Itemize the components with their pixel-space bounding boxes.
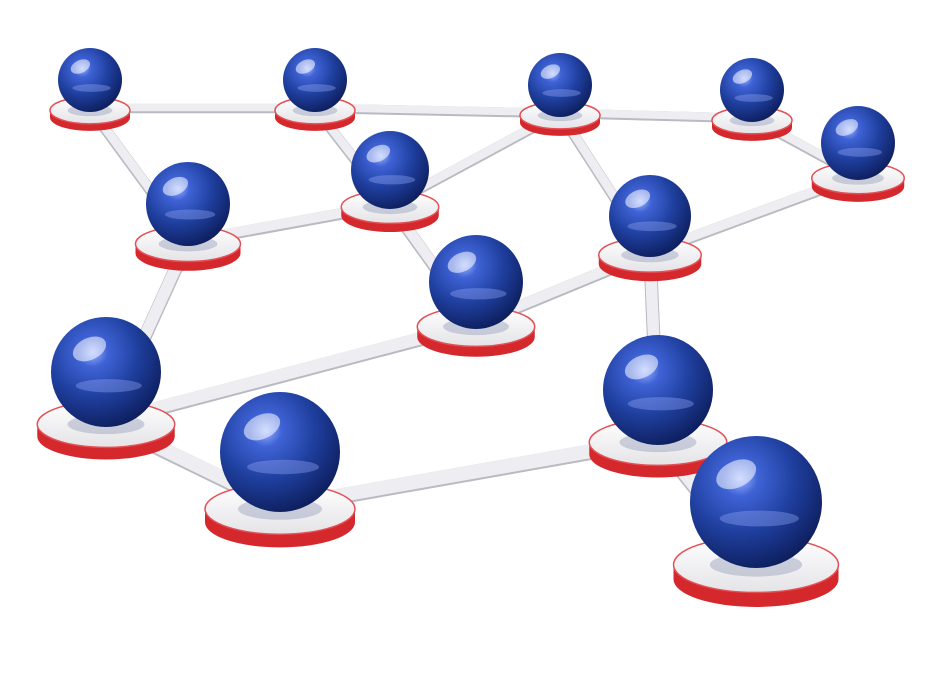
sphere-highlight	[447, 251, 477, 273]
network-node	[134, 162, 242, 271]
sphere-reflection	[542, 89, 581, 97]
sphere-highlight	[243, 413, 281, 441]
network-node	[204, 392, 356, 548]
network-node	[588, 335, 728, 478]
node-base-rim	[205, 509, 355, 548]
sphere-reflection	[627, 221, 677, 232]
network-node	[416, 235, 536, 357]
blue-sphere	[220, 392, 340, 512]
sphere-highlight	[624, 354, 659, 380]
node-base-rim	[589, 442, 727, 478]
network-node	[811, 106, 905, 202]
node-base-rim	[712, 120, 793, 141]
node-base-rim	[417, 326, 535, 357]
blue-sphere	[720, 58, 784, 122]
node-base-rim	[50, 110, 130, 131]
sphere-highlight	[732, 69, 753, 84]
sphere-reflection	[627, 397, 694, 411]
sphere-highlight	[72, 336, 107, 362]
node-base-rim	[135, 243, 241, 271]
node-base-rim	[598, 254, 702, 282]
sphere-highlight	[540, 64, 561, 79]
sphere-highlight	[162, 176, 189, 196]
node-base-rim	[341, 207, 439, 233]
blue-sphere	[51, 317, 161, 427]
sphere-highlight	[295, 59, 316, 74]
network-node	[672, 436, 840, 607]
blue-sphere	[609, 175, 691, 257]
sphere-reflection	[734, 94, 773, 102]
sphere-highlight	[835, 119, 859, 136]
blue-sphere	[603, 335, 713, 445]
blue-sphere	[58, 48, 122, 112]
sphere-highlight	[366, 144, 391, 163]
blue-sphere	[528, 53, 592, 117]
sphere-reflection	[719, 510, 799, 527]
sphere-reflection	[837, 147, 883, 157]
sphere-highlight	[70, 59, 91, 74]
sphere-highlight	[625, 189, 651, 209]
blue-sphere	[821, 106, 895, 180]
network-node	[519, 53, 601, 136]
blue-sphere	[283, 48, 347, 112]
network-node	[598, 175, 702, 282]
node-base-rim	[37, 424, 175, 460]
node-group	[36, 48, 905, 607]
blue-sphere	[146, 162, 230, 246]
sphere-reflection	[247, 459, 319, 475]
network-node	[274, 48, 356, 131]
network-node	[49, 48, 131, 131]
blue-sphere	[429, 235, 523, 329]
sphere-reflection	[164, 209, 216, 220]
node-base-rim	[673, 564, 839, 607]
connector-rod	[99, 317, 483, 428]
network-node	[711, 58, 793, 141]
node-base-rim	[520, 115, 600, 136]
sphere-reflection	[75, 379, 142, 393]
blue-sphere	[351, 131, 429, 209]
node-base-rim	[275, 110, 355, 131]
connector-rod	[311, 103, 564, 117]
sphere-reflection	[72, 84, 111, 92]
sphere-highlight	[716, 459, 757, 490]
sphere-reflection	[450, 288, 507, 300]
node-base-rim	[811, 178, 905, 202]
sphere-reflection	[368, 175, 416, 185]
network-node	[340, 131, 440, 233]
sphere-reflection	[297, 84, 336, 92]
network-node	[36, 317, 176, 460]
blue-sphere	[690, 436, 822, 568]
